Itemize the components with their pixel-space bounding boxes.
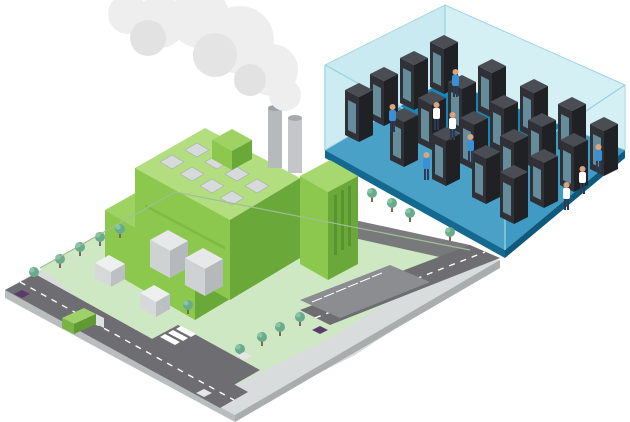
chimneys bbox=[268, 105, 302, 173]
fence bbox=[39, 191, 471, 269]
tree bbox=[115, 224, 125, 238]
tree bbox=[183, 300, 193, 314]
trees bbox=[29, 188, 455, 358]
workers bbox=[389, 69, 602, 210]
vehicles bbox=[14, 290, 328, 397]
tree bbox=[367, 188, 377, 202]
worker bbox=[467, 134, 474, 162]
worker bbox=[389, 104, 396, 132]
worker bbox=[595, 144, 602, 172]
tree bbox=[445, 227, 455, 241]
truck bbox=[62, 308, 104, 334]
server-rack bbox=[345, 83, 373, 142]
server-rack bbox=[472, 145, 500, 204]
tree bbox=[257, 332, 267, 346]
server-rack bbox=[432, 127, 460, 186]
tree bbox=[387, 198, 397, 212]
transformers bbox=[95, 230, 223, 317]
worker bbox=[433, 102, 440, 130]
parking-lot bbox=[300, 265, 430, 318]
car bbox=[14, 290, 328, 397]
tree bbox=[55, 254, 65, 268]
power-plant bbox=[95, 105, 358, 320]
tree bbox=[405, 208, 415, 222]
worker bbox=[563, 182, 570, 210]
worker bbox=[423, 152, 430, 180]
tree bbox=[29, 267, 39, 281]
smoke-cloud bbox=[108, 0, 301, 111]
data-center bbox=[324, 4, 626, 258]
worker bbox=[449, 112, 456, 140]
tree bbox=[295, 312, 305, 326]
worker bbox=[452, 69, 459, 97]
server-rack bbox=[500, 165, 528, 224]
tree bbox=[275, 322, 285, 336]
worker bbox=[579, 166, 586, 194]
server-rack bbox=[590, 117, 618, 176]
server-rack bbox=[530, 149, 558, 208]
